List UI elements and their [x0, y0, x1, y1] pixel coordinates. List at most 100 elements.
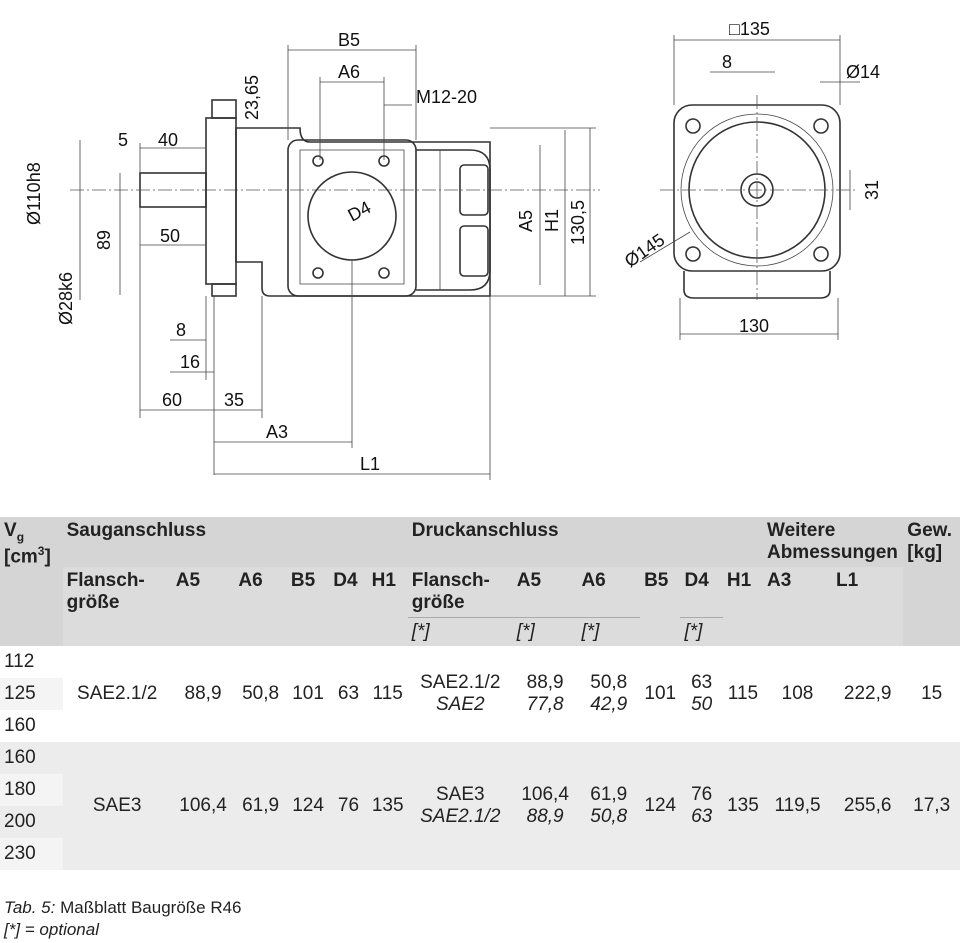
cell-s-h1: 135 [367, 742, 408, 870]
label-d4: D4 [344, 197, 374, 225]
dimension-table: Vg[cm3] Sauganschluss Druckanschluss Wei… [0, 517, 960, 870]
header-s-a6: A6 [234, 567, 287, 618]
header-further: Weitere Abmessungen [762, 517, 904, 567]
vg-cell: 230 [0, 838, 63, 870]
cell-weight: 15 [903, 646, 960, 742]
technical-drawing: B5 A6 M12-20 23,65 5 40 Ø110h8 89 50 Ø28… [24, 19, 882, 480]
header-suction: Sauganschluss [62, 517, 408, 567]
table-row: 200 [0, 806, 960, 838]
vg-cell: 180 [0, 774, 63, 806]
label-sq135: □135 [729, 19, 770, 39]
vg-cell: 125 [0, 678, 63, 710]
label-m12: M12-20 [416, 87, 477, 107]
caption-note: [*] = optional [4, 920, 99, 939]
cell-s-flange: SAE3 [62, 742, 172, 870]
label-8: 8 [176, 320, 186, 340]
header-p-d4: D4 [680, 567, 723, 618]
label-r8: 8 [722, 52, 732, 72]
cell-s-d4: 76 [329, 742, 368, 870]
header-p-flange: Flansch-größe [407, 567, 513, 618]
cell-s-a6: 50,8 [234, 646, 287, 742]
header-s-h1: H1 [367, 567, 408, 618]
cell-s-d4: 63 [329, 646, 368, 742]
label-a5: A5 [516, 210, 536, 232]
header-weight: Gew. [kg] [903, 517, 960, 646]
label-h1: H1 [542, 209, 562, 232]
label-l1: L1 [360, 454, 380, 474]
opt-p-flange: [*] [407, 617, 513, 646]
header-s-flange: Flansch-größe [62, 567, 172, 618]
header-vg: Vg[cm3] [0, 517, 63, 646]
vg-cell: 200 [0, 806, 63, 838]
label-b5: B5 [338, 30, 360, 50]
header-p-b5: B5 [640, 567, 681, 618]
vg-cell: 112 [0, 646, 63, 678]
cell-l1: 255,6 [832, 742, 904, 870]
label-50: 50 [160, 226, 180, 246]
table-row: 180 [0, 774, 960, 806]
cell-s-a5: 88,9 [171, 646, 235, 742]
vg-cell: 160 [0, 710, 63, 742]
header-s-b5: B5 [286, 567, 330, 618]
cell-p-h1: 115 [722, 646, 763, 742]
table-row: 125 [0, 678, 960, 710]
header-s-a5: A5 [171, 567, 235, 618]
header-p-h1: H1 [722, 567, 763, 618]
table-row: 112 SAE2.1/2 88,9 50,8 101 63 115 SAE2.1… [0, 646, 960, 742]
label-16: 16 [180, 352, 200, 372]
table-row: 230 [0, 838, 960, 870]
cell-a3: 119,5 [762, 742, 833, 870]
cell-s-a5: 106,4 [171, 742, 235, 870]
opt-p-a5: [*] [512, 617, 578, 646]
label-35: 35 [224, 390, 244, 410]
cell-s-flange: SAE2.1/2 [62, 646, 172, 742]
cell-weight: 17,3 [903, 742, 960, 870]
side-view: B5 A6 M12-20 23,65 5 40 Ø110h8 89 50 Ø28… [24, 30, 600, 480]
header-p-a6: A6 [577, 567, 641, 618]
caption-label: Tab. 5: [4, 898, 56, 917]
label-a6: A6 [338, 62, 360, 82]
label-d14: Ø14 [846, 62, 880, 82]
header-p-a5: A5 [512, 567, 578, 618]
opt-p-d4: [*] [680, 617, 723, 646]
cell-s-h1: 115 [367, 646, 408, 742]
cell-s-a6: 61,9 [234, 742, 287, 870]
label-110h8: Ø110h8 [24, 162, 44, 225]
cell-s-b5: 124 [286, 742, 330, 870]
label-28k6: Ø28k6 [56, 272, 76, 325]
label-89: 89 [94, 230, 114, 250]
group-1: 112 SAE2.1/2 88,9 50,8 101 63 115 SAE2.1… [0, 646, 960, 742]
front-view: □135 8 Ø14 31 Ø145 130 [621, 19, 882, 340]
opt-p-a6: [*] [577, 617, 641, 646]
caption-title: Maßblatt Baugröße R46 [60, 898, 242, 917]
label-130: 130 [739, 316, 769, 336]
label-23-65: 23,65 [242, 75, 262, 120]
label-5: 5 [118, 130, 128, 150]
cell-l1: 222,9 [832, 646, 904, 742]
table-caption: Tab. 5: Maßblatt Baugröße R46 [*] = opti… [4, 897, 242, 941]
label-130-5: 130,5 [568, 200, 588, 245]
header-s-d4: D4 [329, 567, 368, 618]
cell-p-b5: 101 [640, 646, 681, 742]
label-60: 60 [162, 390, 182, 410]
label-31: 31 [862, 180, 882, 200]
cell-a3: 108 [762, 646, 833, 742]
header-a3: A3 [762, 567, 833, 618]
label-a3: A3 [266, 422, 288, 442]
label-40: 40 [158, 130, 178, 150]
label-d145: Ø145 [621, 230, 669, 272]
cell-p-b5: 124 [640, 742, 681, 870]
header-l1: L1 [832, 567, 904, 618]
vg-cell: 160 [0, 742, 63, 774]
cell-p-h1: 135 [722, 742, 763, 870]
